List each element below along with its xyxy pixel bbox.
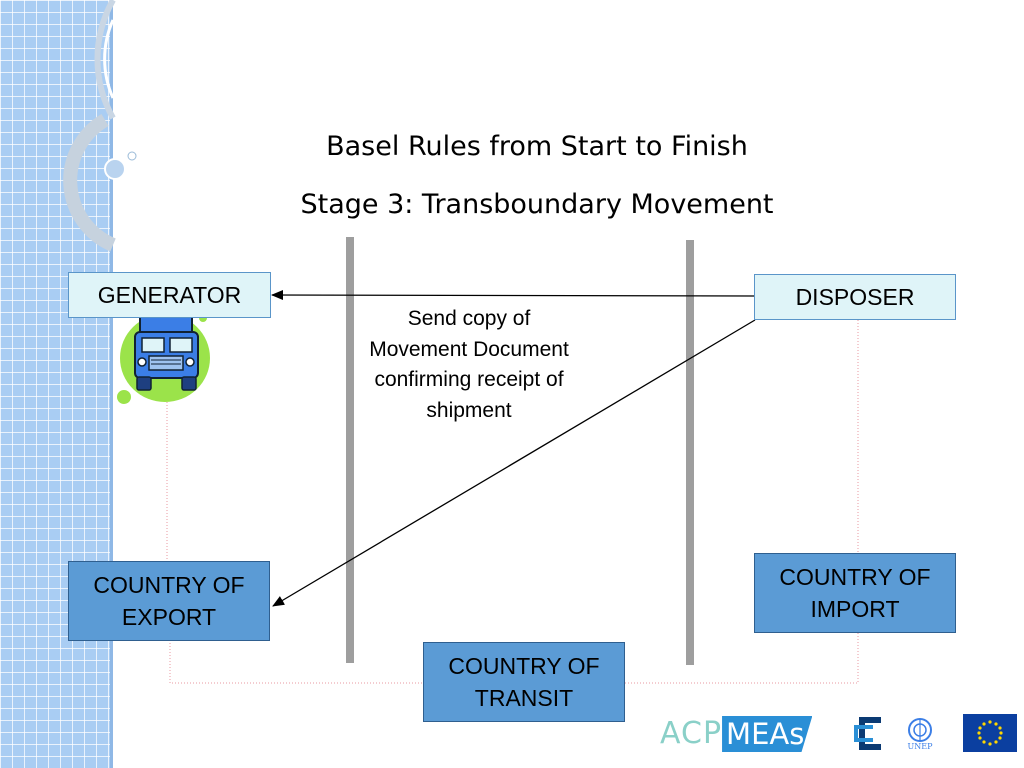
arrow-to-country-export bbox=[272, 319, 756, 607]
ring-arc bbox=[63, 113, 116, 252]
movement-document-note: Send copy of Movement Document confirmin… bbox=[369, 307, 569, 422]
country-of-export-box: COUNTRY OF EXPORT bbox=[68, 561, 270, 641]
meas-logo-text: MEAs bbox=[722, 716, 813, 752]
acp-logo-text: ACP bbox=[660, 716, 723, 751]
acp-meas-logo: ACP MEAs bbox=[660, 716, 813, 752]
unep-logo bbox=[908, 718, 932, 742]
page-title: Basel Rules from Start to Finish bbox=[326, 131, 748, 162]
country-of-transit-box: COUNTRY OF TRANSIT bbox=[423, 642, 625, 722]
country-of-import-box: COUNTRY OF IMPORT bbox=[754, 553, 956, 633]
generator-box: GENERATOR bbox=[68, 272, 271, 318]
bubble-small bbox=[127, 151, 137, 161]
sidebar-edge bbox=[110, 0, 113, 768]
disposer-box: DISPOSER bbox=[754, 274, 956, 320]
bubble-large bbox=[104, 158, 126, 180]
unep-logo-text: UNEP bbox=[907, 742, 933, 751]
arrow-to-generator bbox=[271, 290, 756, 301]
page-subtitle: Stage 3: Transboundary Movement bbox=[300, 189, 774, 220]
ec-logo bbox=[854, 717, 881, 750]
eu-flag-icon bbox=[963, 714, 1017, 752]
